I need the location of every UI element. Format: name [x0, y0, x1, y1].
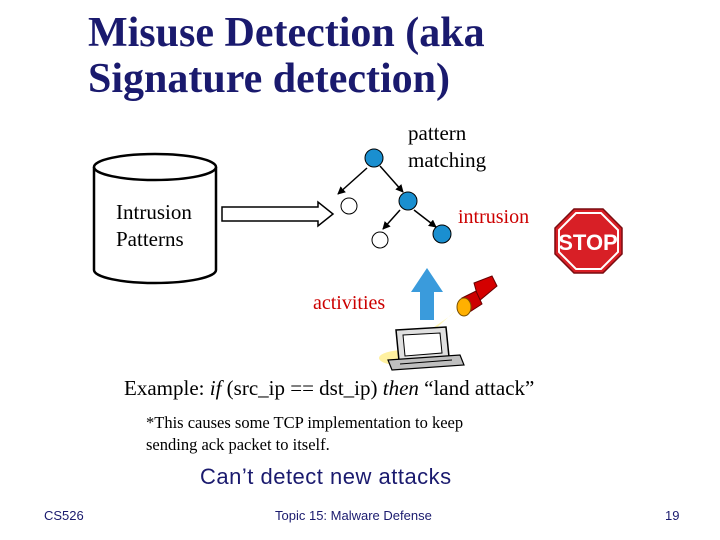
- slide-title-line-1: Misuse Detection (aka: [88, 10, 485, 56]
- footer-course: CS526: [44, 508, 84, 523]
- footer-page-number: 19: [665, 508, 680, 523]
- activities-label: activities: [313, 292, 386, 314]
- database-cylinder: [92, 152, 218, 285]
- pattern-tree-nodes: [340, 148, 452, 249]
- computer-icon: [387, 326, 465, 371]
- database-label: Intrusion Patterns: [116, 199, 192, 253]
- cant-detect-text: Can’t detect new attacks: [200, 464, 452, 489]
- example-then-keyword: then: [382, 376, 419, 400]
- tree-node-empty: [340, 197, 358, 215]
- tree-node-root: [364, 148, 384, 168]
- stop-sign-icon: STOP: [549, 205, 628, 277]
- example-prefix: Example:: [124, 376, 210, 400]
- slide-title: Misuse Detection (aka Signature detectio…: [88, 10, 688, 102]
- tree-node-match: [432, 224, 452, 244]
- block-arrow-up: [411, 268, 443, 320]
- tree-node-empty: [371, 231, 389, 249]
- block-arrow-right: [221, 200, 335, 228]
- footnote-text: *This causes some TCP implementation to …: [146, 412, 463, 456]
- database-label-line-2: Patterns: [116, 227, 184, 251]
- footnote-line-2: sending ack packet to itself.: [146, 435, 330, 454]
- footer-topic: Topic 15: Malware Defense: [275, 508, 432, 523]
- pattern-matching-label: pattern matching: [408, 120, 486, 174]
- intrusion-label: intrusion: [458, 206, 530, 228]
- pattern-matching-label-line-1: pattern: [408, 121, 467, 145]
- example-text: Example: if (src_ip == dst_ip) then “lan…: [124, 376, 534, 401]
- pattern-tree-edges: [337, 165, 437, 230]
- tree-node-match: [398, 191, 418, 211]
- footnote-line-1: *This causes some TCP implementation to …: [146, 413, 464, 432]
- example-if-keyword: if: [209, 376, 222, 400]
- database-label-line-1: Intrusion: [116, 200, 192, 224]
- pattern-matching-label-line-2: matching: [408, 148, 487, 172]
- stop-sign-text: STOP: [558, 230, 618, 255]
- example-condition: (src_ip == dst_ip): [221, 376, 383, 400]
- slide-title-line-2: Signature detection): [88, 56, 451, 102]
- example-result: “land attack”: [418, 376, 535, 400]
